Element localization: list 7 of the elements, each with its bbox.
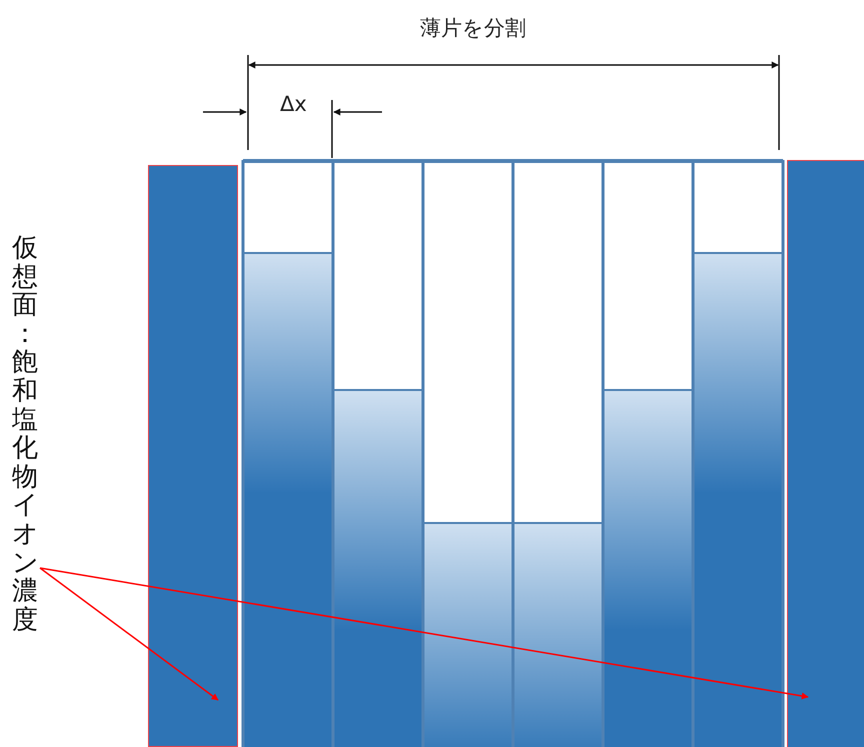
dimension-label: 薄片を分割 [420, 15, 526, 42]
dimension-label: Δx [280, 92, 307, 116]
concrete-block [148, 165, 238, 747]
leader-arrow [40, 567, 219, 701]
concrete-block [787, 160, 864, 747]
leader-arrow [40, 567, 809, 700]
vertical-label: 仮想面：飽和塩化物イオン濃度 [12, 234, 38, 634]
